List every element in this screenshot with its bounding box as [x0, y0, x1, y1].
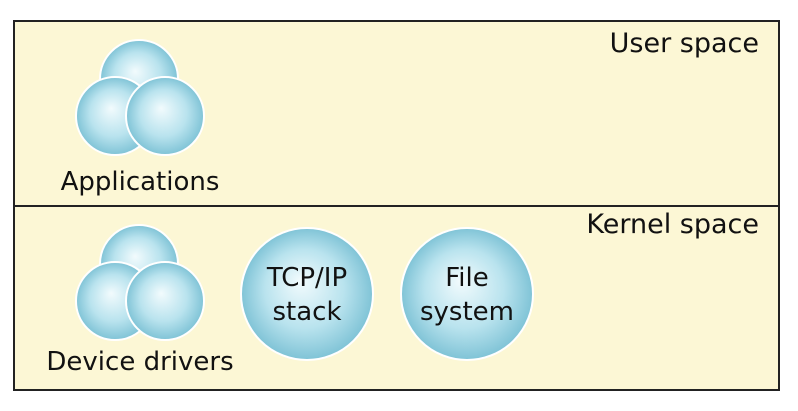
applications-label: Applications — [61, 167, 220, 197]
kernel-space-label: Kernel space — [586, 209, 759, 240]
tcp-ip-label-line1: TCP/IP — [266, 263, 347, 293]
tcp-ip-stack-bubble — [240, 227, 374, 361]
applications-bubble-cluster — [75, 39, 205, 156]
file-system-bubble — [400, 227, 534, 361]
file-system-label-line1: File — [445, 263, 489, 293]
bubble — [125, 76, 205, 156]
device-drivers-bubble-cluster — [75, 224, 205, 341]
file-system-label-line2: system — [420, 297, 514, 327]
device-drivers-label: Device drivers — [46, 347, 233, 377]
user-space-label: User space — [610, 28, 759, 59]
bubble — [125, 261, 205, 341]
tcp-ip-label-line2: stack — [272, 297, 341, 327]
